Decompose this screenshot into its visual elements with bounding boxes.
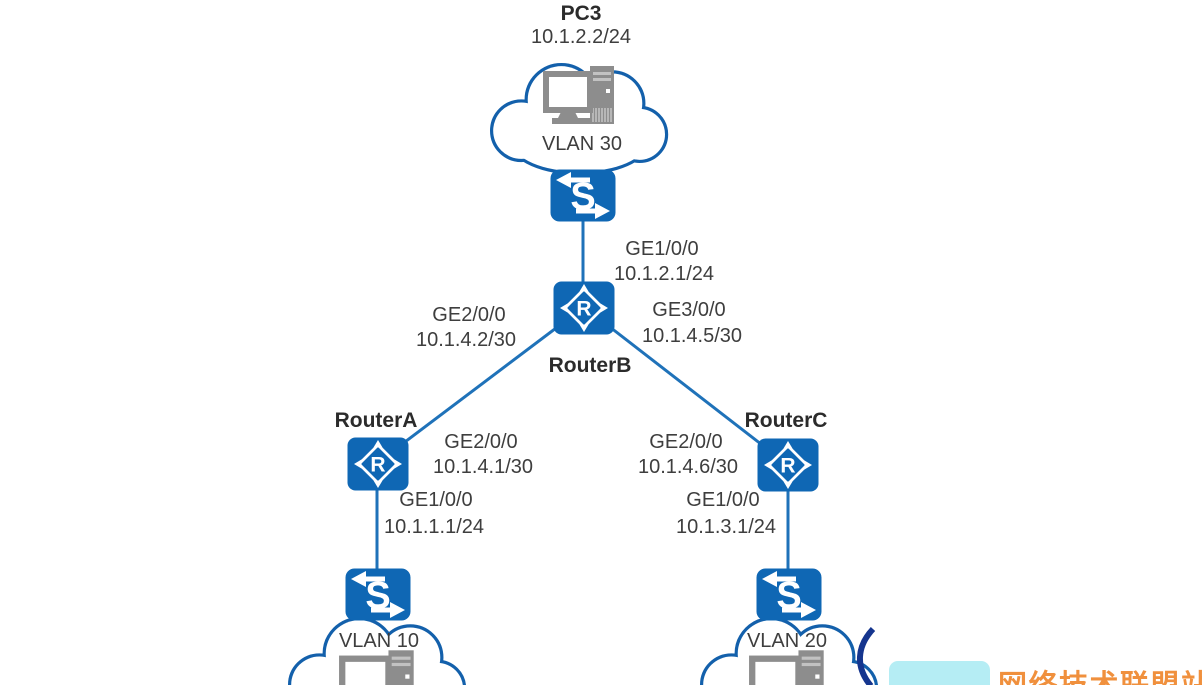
links [375, 195, 790, 600]
watermark-logo-arc [856, 626, 876, 685]
routera-ge1-ip: 10.1.1.1/24 [383, 516, 485, 538]
switch-icon-top [551, 170, 616, 222]
watermark-cyan-box [889, 661, 990, 685]
routerb-ge2-ip: 10.1.4.2/30 [415, 329, 517, 351]
routera-ge2-ip: 10.1.4.1/30 [432, 456, 534, 478]
routerb-ge3-ip: 10.1.4.5/30 [641, 325, 743, 347]
routerb-ge1-ip: 10.1.2.1/24 [613, 263, 715, 285]
pc3-name: PC3 [560, 2, 602, 25]
routerb-ge2-port: GE2/0/0 [432, 304, 506, 326]
router-icon-b [553, 281, 615, 335]
routera-ge2-port: GE2/0/0 [444, 431, 518, 453]
routerb-name: RouterB [548, 354, 632, 377]
routerc-ge2-ip: 10.1.4.6/30 [637, 456, 739, 478]
link-routerb-routerc [583, 305, 789, 467]
pc3-ip: 10.1.2.2/24 [530, 26, 632, 48]
vlan20-label: VLAN 20 [746, 630, 828, 652]
routera-ge1-port: GE1/0/0 [399, 489, 473, 511]
routera-name: RouterA [334, 409, 418, 432]
link-routerb-routera [376, 305, 585, 465]
routerb-ge1-port: GE1/0/0 [625, 238, 699, 260]
routerc-name: RouterC [744, 409, 828, 432]
routerc-ge1-ip: 10.1.3.1/24 [675, 516, 777, 538]
routerb-ge3-port: GE3/0/0 [652, 299, 726, 321]
routerc-ge2-port: GE2/0/0 [649, 431, 723, 453]
vlan10-label: VLAN 10 [338, 630, 420, 652]
router-icon-c [757, 438, 819, 492]
vlan30-label: VLAN 30 [541, 133, 623, 155]
router-icon-a [347, 437, 409, 491]
switch-icon-right [757, 569, 822, 621]
watermark-text: 网络技术联盟站 [998, 662, 1202, 685]
switch-icon-left [346, 569, 411, 621]
routerc-ge1-port: GE1/0/0 [686, 489, 760, 511]
